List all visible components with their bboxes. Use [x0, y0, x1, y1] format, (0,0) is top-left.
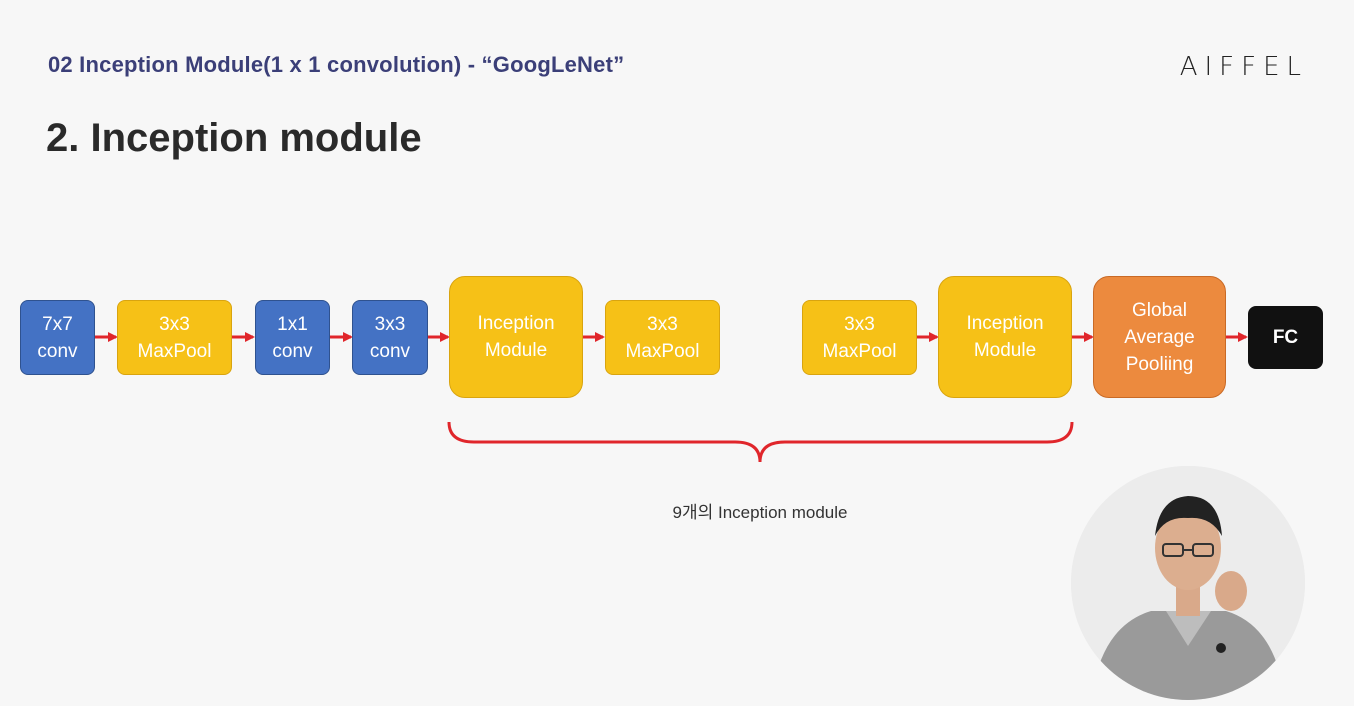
- slide-title: 2. Inception module: [46, 116, 422, 160]
- maxpool-3x3-node-1: 3x3 MaxPool: [117, 300, 232, 375]
- presenter-webcam: [1071, 466, 1305, 700]
- maxpool-3x3-node-3: 3x3 MaxPool: [802, 300, 917, 375]
- inception-module-node-2: Inception Module: [938, 276, 1072, 398]
- global-average-pooling-node: Global Average Pooliing: [1093, 276, 1226, 398]
- curly-brace: [447, 421, 1074, 463]
- conv-1x1-node: 1x1 conv: [255, 300, 330, 375]
- section-header: 02 Inception Module(1 x 1 convolution) -…: [48, 52, 625, 77]
- inception-module-node-1: Inception Module: [449, 276, 583, 398]
- maxpool-3x3-node-2: 3x3 MaxPool: [605, 300, 720, 375]
- aiffel-logo: AIFFEL: [1179, 52, 1308, 82]
- conv-7x7-node: 7x7 conv: [20, 300, 95, 375]
- brace-caption: 9개의 Inception module: [672, 503, 848, 522]
- conv-3x3-node: 3x3 conv: [352, 300, 428, 375]
- presenter-figure: [1071, 466, 1305, 700]
- fc-node: FC: [1248, 306, 1323, 369]
